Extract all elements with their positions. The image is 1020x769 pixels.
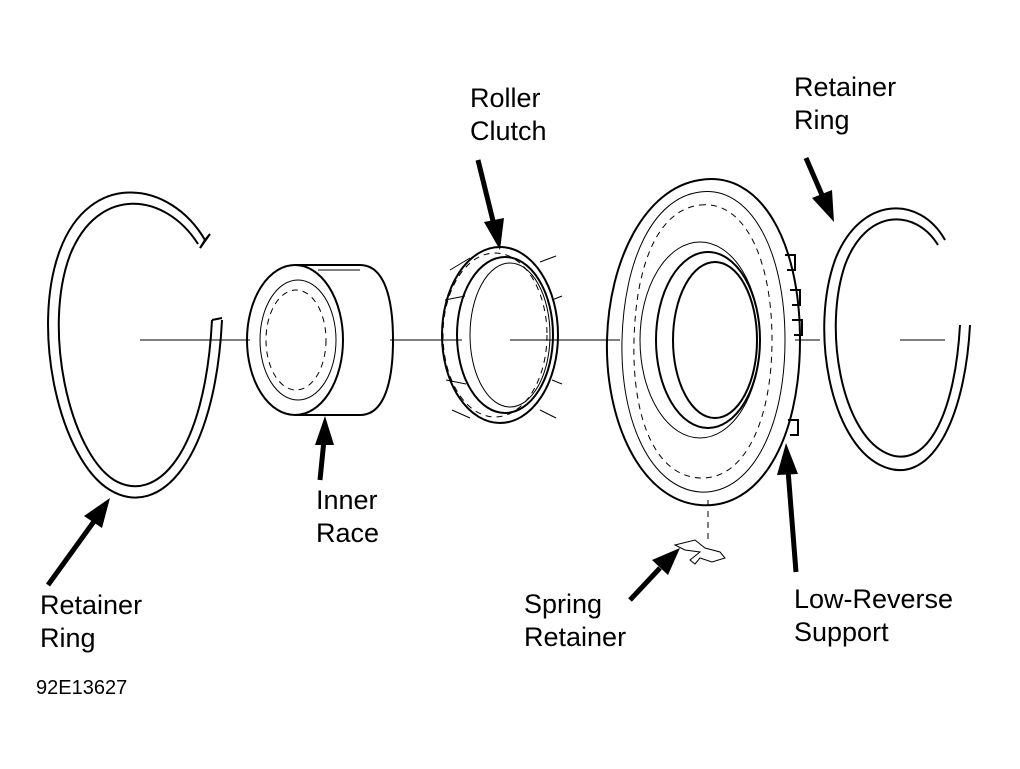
left-retainer-ring — [47, 191, 223, 499]
label-line: Race — [316, 518, 380, 548]
label-spring-retainer: Spring Retainer — [524, 588, 626, 654]
roller-clutch — [441, 246, 566, 424]
label-retainer-ring-right: Retainer Ring — [794, 71, 896, 137]
inner-race — [246, 264, 395, 416]
arrow-roller-clutch — [475, 159, 504, 250]
arrow-retainer-ring-left — [45, 498, 110, 587]
label-retainer-ring-left: Retainer Ring — [40, 589, 142, 655]
low-reverse-support — [605, 178, 803, 507]
label-line: Inner — [316, 485, 378, 515]
label-line: Retainer — [40, 590, 143, 620]
arrow-retainer-ring-right — [803, 157, 834, 222]
label-line: Support — [794, 617, 889, 647]
label-line: Retainer — [794, 72, 897, 102]
label-line: Low-Reverse — [794, 584, 954, 614]
label-line: Ring — [794, 105, 850, 135]
label-line: Ring — [40, 623, 96, 653]
figure-id: 92E13627 — [36, 677, 128, 699]
right-retainer-ring — [823, 207, 971, 472]
label-line: Spring — [524, 589, 603, 619]
label-inner-race: Inner Race — [316, 484, 379, 550]
label-roller-clutch: Roller Clutch — [470, 82, 547, 148]
arrow-spring-retainer — [628, 548, 680, 602]
arrow-low-reverse-support — [777, 443, 799, 573]
arrow-inner-race — [315, 416, 334, 481]
spring-retainer-part — [673, 539, 726, 565]
label-line: Roller — [470, 83, 541, 113]
label-line: Clutch — [470, 116, 547, 146]
label-line: Retainer — [524, 622, 627, 652]
label-low-reverse-support: Low-Reverse Support — [794, 583, 953, 649]
